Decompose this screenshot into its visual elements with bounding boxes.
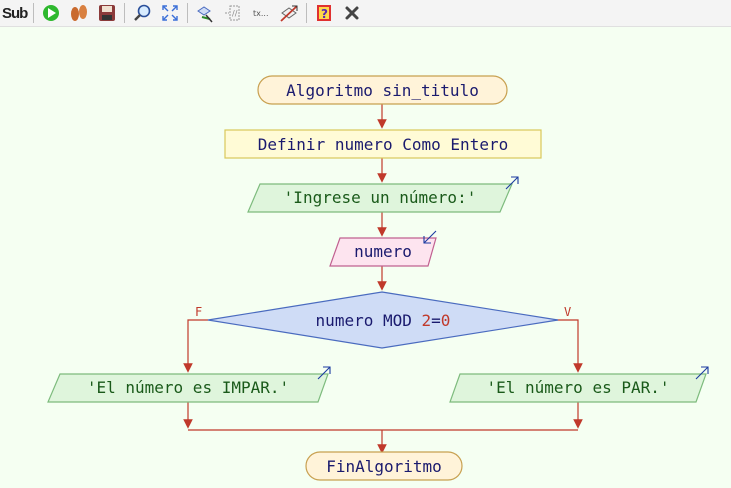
true-branch-label: V: [564, 305, 571, 319]
output-prompt-label: 'Ingrese un número:': [284, 188, 477, 207]
comment-button[interactable]: //: [221, 1, 245, 25]
toolbar-separator: [306, 3, 308, 23]
save-button[interactable]: [95, 1, 119, 25]
output-arrow-icon: [505, 176, 519, 190]
svg-text:tx...: tx...: [253, 9, 269, 18]
save-icon: [99, 5, 116, 21]
flow-edit-icon: [197, 6, 213, 23]
flow-edit-button[interactable]: [193, 1, 217, 25]
search-button[interactable]: [130, 1, 154, 25]
help-icon: ?: [317, 5, 332, 21]
input-label: numero: [354, 242, 412, 261]
toolbar-separator: [187, 3, 189, 23]
false-output-arrow-icon: [317, 366, 331, 380]
fit-icon: [162, 5, 179, 21]
true-output-node[interactable]: 'El número es PAR.': [449, 366, 709, 403]
close-button[interactable]: [340, 1, 364, 25]
decision-label: numero MOD 2=0: [316, 311, 451, 330]
step-icon: [71, 5, 88, 21]
toolbar-separator: [124, 3, 126, 23]
decision-number-zero: 0: [441, 311, 451, 330]
start-node[interactable]: Algoritmo sin_titulo: [257, 75, 508, 105]
edit-link-button[interactable]: [277, 1, 301, 25]
svg-text:?: ?: [321, 7, 328, 21]
text-button[interactable]: tx...: [249, 1, 273, 25]
define-label: Definir numero Como Entero: [258, 135, 508, 154]
decision-number-two: 2: [422, 311, 432, 330]
end-node[interactable]: FinAlgoritmo: [305, 451, 463, 481]
true-output-label: 'El número es PAR.': [486, 378, 669, 397]
define-node[interactable]: Definir numero Como Entero: [224, 129, 542, 159]
input-node[interactable]: numero: [329, 230, 437, 267]
search-icon: [134, 4, 151, 21]
run-icon: [43, 5, 60, 21]
output-prompt-node[interactable]: 'Ingrese un número:': [247, 176, 519, 213]
decision-equals: =: [431, 311, 441, 330]
connectors: [183, 104, 583, 454]
true-output-arrow-icon: [695, 366, 709, 380]
end-label: FinAlgoritmo: [326, 457, 442, 476]
step-button[interactable]: [67, 1, 91, 25]
false-output-node[interactable]: 'El número es IMPAR.': [47, 366, 331, 403]
run-button[interactable]: [39, 1, 63, 25]
start-label: Algoritmo sin_titulo: [286, 81, 479, 100]
connector-true-branch: [556, 319, 583, 373]
svg-text://: //: [232, 9, 238, 18]
connector-false-branch: [183, 319, 208, 373]
fit-button[interactable]: [158, 1, 182, 25]
decision-node[interactable]: numero MOD 2=0: [207, 291, 559, 349]
toolbar-separator: [33, 3, 35, 23]
false-output-label: 'El número es IMPAR.': [87, 378, 289, 397]
toolbar: Sub // tx... ?: [0, 0, 731, 27]
edit-link-icon: [280, 5, 298, 22]
decision-expr: numero MOD: [316, 311, 422, 330]
close-icon: [345, 6, 359, 20]
text-icon: tx...: [253, 9, 269, 18]
sub-label[interactable]: Sub: [2, 4, 28, 22]
comment-icon: //: [225, 5, 240, 21]
help-button[interactable]: ?: [312, 1, 336, 25]
input-arrow-icon: [423, 230, 437, 244]
false-branch-label: F: [195, 305, 202, 319]
